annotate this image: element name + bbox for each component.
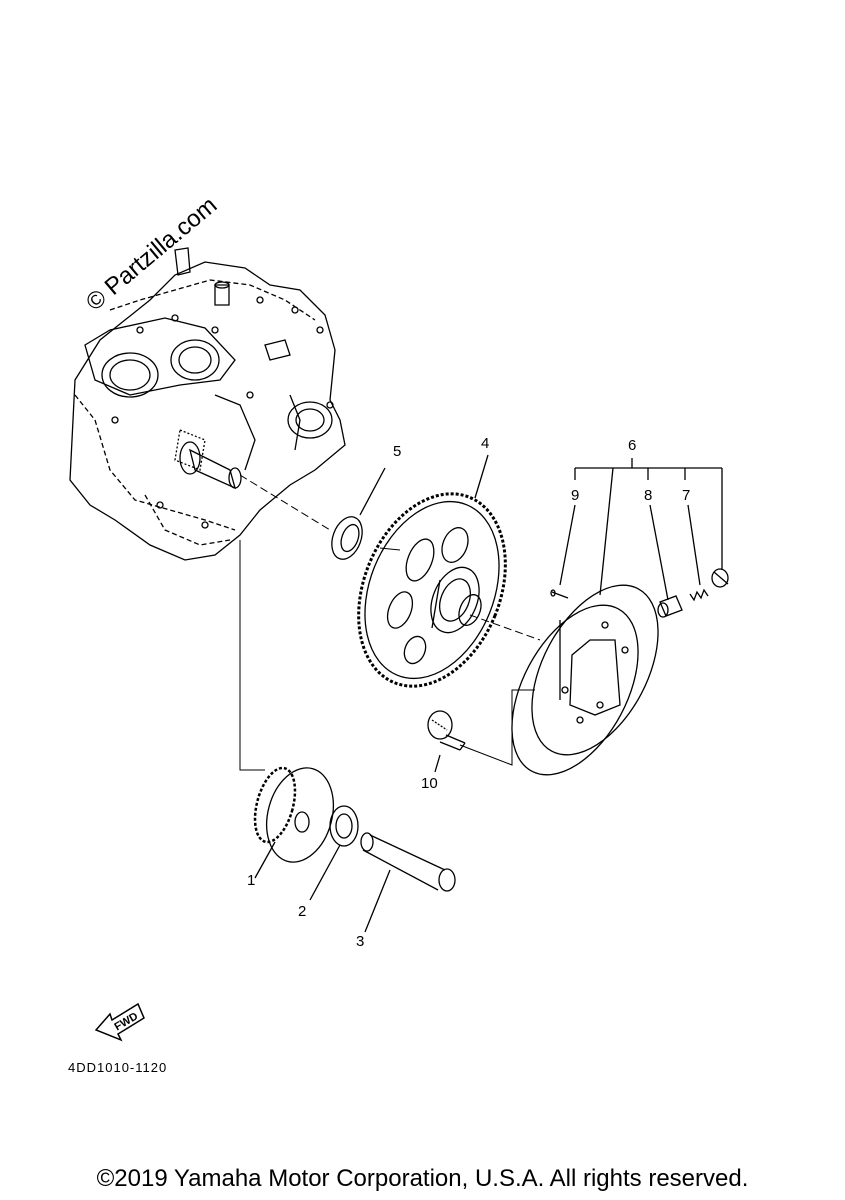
callout-9: 9 (571, 487, 580, 504)
copyright-notice: ©2019 Yamaha Motor Corporation, U.S.A. A… (96, 1165, 749, 1192)
callout-7: 7 (682, 487, 691, 504)
callout-1: 1 (247, 872, 256, 889)
roller-part (658, 596, 682, 617)
callout-4: 4 (481, 435, 490, 452)
idler-gear (248, 760, 344, 878)
fwd-arrow-icon: FWD (96, 1004, 144, 1040)
callout-3: 3 (356, 933, 365, 950)
callout-6: 6 (628, 437, 637, 454)
washer-part (326, 468, 385, 563)
callout-5: 5 (393, 443, 402, 460)
callout-8: 8 (644, 487, 653, 504)
bearing-part (310, 806, 358, 900)
bolt-part (428, 711, 465, 772)
shaft-part (361, 833, 455, 932)
fwd-label: FWD (112, 1010, 140, 1033)
starter-wheel-gear (331, 455, 532, 708)
cap-part (712, 569, 728, 587)
callout-10: 10 (421, 775, 438, 792)
callout-2: 2 (298, 903, 307, 920)
clutch-housing (486, 458, 722, 796)
engine-crankcase (70, 248, 345, 560)
pin-part (551, 590, 568, 598)
diagram-code: 4DD1010-1120 (68, 1060, 168, 1075)
spring-part (690, 590, 708, 600)
